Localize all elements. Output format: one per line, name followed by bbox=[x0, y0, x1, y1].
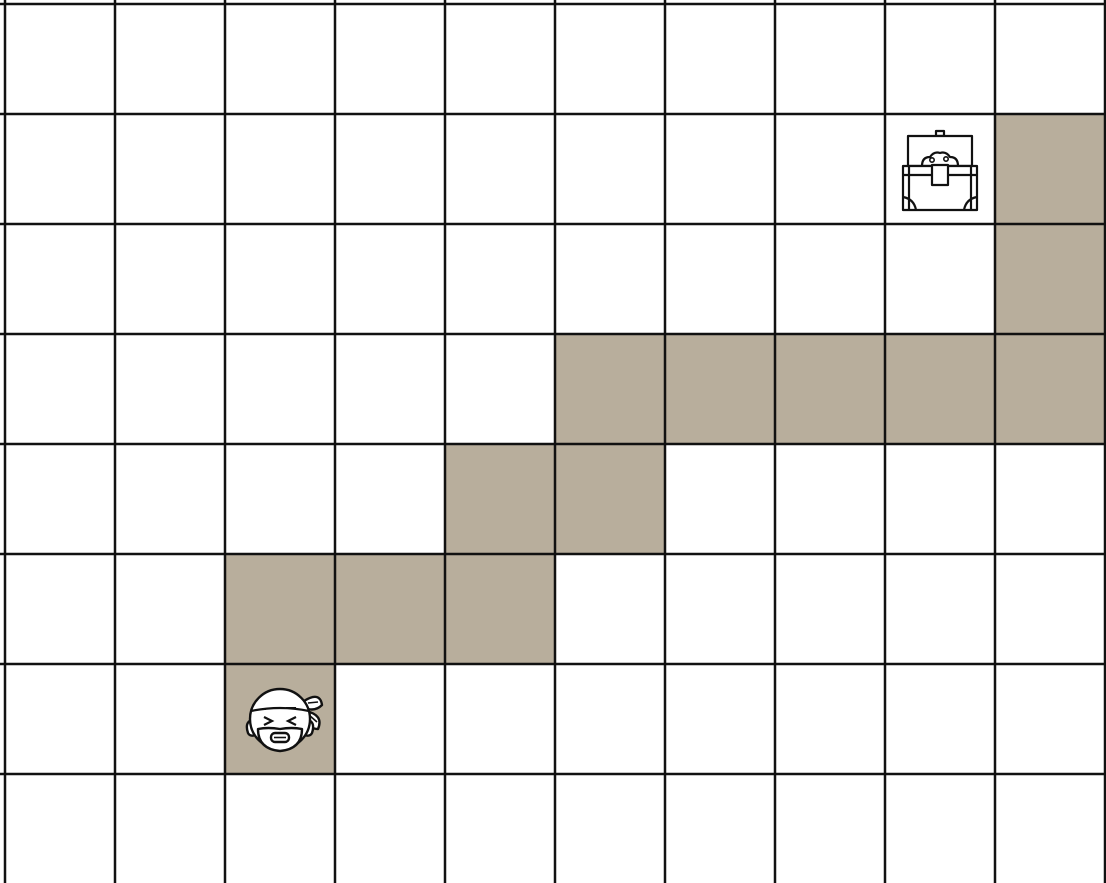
path-cell-r4-c4 bbox=[445, 444, 555, 554]
grid-cell-r7-c9[interactable] bbox=[995, 774, 1105, 883]
grid-cell-r2-c2[interactable] bbox=[225, 224, 335, 334]
grid-cell-r3-c0[interactable] bbox=[5, 334, 115, 444]
grid-cell-r1-c1[interactable] bbox=[115, 114, 225, 224]
path-cell-r3-c8 bbox=[885, 334, 995, 444]
grid-cell-r5-c0[interactable] bbox=[5, 554, 115, 664]
grid-cell-r4-c2[interactable] bbox=[225, 444, 335, 554]
grid-cell-r2-c1[interactable] bbox=[115, 224, 225, 334]
path-cell-r3-c6 bbox=[665, 334, 775, 444]
path-cell-r5-c3 bbox=[335, 554, 445, 664]
grid-cell-r1-c3[interactable] bbox=[335, 114, 445, 224]
grid-cell-r5-c7[interactable] bbox=[775, 554, 885, 664]
grid-cell-r2-c6[interactable] bbox=[665, 224, 775, 334]
grid-cell-r1-c6[interactable] bbox=[665, 114, 775, 224]
grid-cell-r0-c3[interactable] bbox=[335, 4, 445, 114]
grid-cell-r6-c7[interactable] bbox=[775, 664, 885, 774]
grid-cell-r6-c0[interactable] bbox=[5, 664, 115, 774]
grid-cell-r1-c2[interactable] bbox=[225, 114, 335, 224]
grid-cell-r6-c9[interactable] bbox=[995, 664, 1105, 774]
grid-cell-r3-c1[interactable] bbox=[115, 334, 225, 444]
grid-cell-r3-c4[interactable] bbox=[445, 334, 555, 444]
grid-cell-r2-c5[interactable] bbox=[555, 224, 665, 334]
grid-cell-r6-c4[interactable] bbox=[445, 664, 555, 774]
grid-cell-r6-c8[interactable] bbox=[885, 664, 995, 774]
grid-cell-r0-c0[interactable] bbox=[5, 4, 115, 114]
grid-cell-r6-c3[interactable] bbox=[335, 664, 445, 774]
grid-cell-r5-c9[interactable] bbox=[995, 554, 1105, 664]
path-cell-r2-c9 bbox=[995, 224, 1105, 334]
grid-cell-r5-c6[interactable] bbox=[665, 554, 775, 664]
grid-cell-r5-c5[interactable] bbox=[555, 554, 665, 664]
path-cell-r5-c2 bbox=[225, 554, 335, 664]
grid-cell-r0-c2[interactable] bbox=[225, 4, 335, 114]
grid-cell-r4-c1[interactable] bbox=[115, 444, 225, 554]
grid-cell-r5-c1[interactable] bbox=[115, 554, 225, 664]
grid-cell-r7-c4[interactable] bbox=[445, 774, 555, 883]
grid-cell-r0-c7[interactable] bbox=[775, 4, 885, 114]
path-cell-r4-c5 bbox=[555, 444, 665, 554]
grid-cell-r2-c7[interactable] bbox=[775, 224, 885, 334]
grid-cell-r1-c0[interactable] bbox=[5, 114, 115, 224]
treasure-chest-icon bbox=[903, 131, 977, 210]
grid-cell-r2-c4[interactable] bbox=[445, 224, 555, 334]
grid-cell-r0-c4[interactable] bbox=[445, 4, 555, 114]
grid-cell-r3-c2[interactable] bbox=[225, 334, 335, 444]
path-cell-r3-c9 bbox=[995, 334, 1105, 444]
grid-cell-r4-c3[interactable] bbox=[335, 444, 445, 554]
grid-cell-r7-c6[interactable] bbox=[665, 774, 775, 883]
grid-cell-r4-c7[interactable] bbox=[775, 444, 885, 554]
grid-cell-r5-c8[interactable] bbox=[885, 554, 995, 664]
grid-cell-r6-c6[interactable] bbox=[665, 664, 775, 774]
grid-cell-r6-c1[interactable] bbox=[115, 664, 225, 774]
grid-cell-r1-c4[interactable] bbox=[445, 114, 555, 224]
grid-cell-r7-c3[interactable] bbox=[335, 774, 445, 883]
grid-cell-r1-c5[interactable] bbox=[555, 114, 665, 224]
grid-cell-r2-c8[interactable] bbox=[885, 224, 995, 334]
grid-cell-r7-c5[interactable] bbox=[555, 774, 665, 883]
grid-cell-r0-c9[interactable] bbox=[995, 4, 1105, 114]
grid-cell-r0-c5[interactable] bbox=[555, 4, 665, 114]
grid-cell-r4-c9[interactable] bbox=[995, 444, 1105, 554]
path-cell-r1-c9 bbox=[995, 114, 1105, 224]
grid-cell-r0-c1[interactable] bbox=[115, 4, 225, 114]
grid-cell-r7-c8[interactable] bbox=[885, 774, 995, 883]
path-cell-r3-c7 bbox=[775, 334, 885, 444]
path-cell-r5-c4 bbox=[445, 554, 555, 664]
grid-cell-r0-c6[interactable] bbox=[665, 4, 775, 114]
grid-cell-r4-c6[interactable] bbox=[665, 444, 775, 554]
grid-cell-r7-c1[interactable] bbox=[115, 774, 225, 883]
grid-cell-r3-c3[interactable] bbox=[335, 334, 445, 444]
grid-cell-r7-c2[interactable] bbox=[225, 774, 335, 883]
grid-cell-r6-c5[interactable] bbox=[555, 664, 665, 774]
grid-cell-r4-c8[interactable] bbox=[885, 444, 995, 554]
grid-cell-r7-c7[interactable] bbox=[775, 774, 885, 883]
grid-cell-r7-c0[interactable] bbox=[5, 774, 115, 883]
path-cell-r3-c5 bbox=[555, 334, 665, 444]
grid-cell-r2-c0[interactable] bbox=[5, 224, 115, 334]
grid-cell-r4-c0[interactable] bbox=[5, 444, 115, 554]
grid-cell-r0-c8[interactable] bbox=[885, 4, 995, 114]
grid-cell-r2-c3[interactable] bbox=[335, 224, 445, 334]
grid-cell-r1-c7[interactable] bbox=[775, 114, 885, 224]
